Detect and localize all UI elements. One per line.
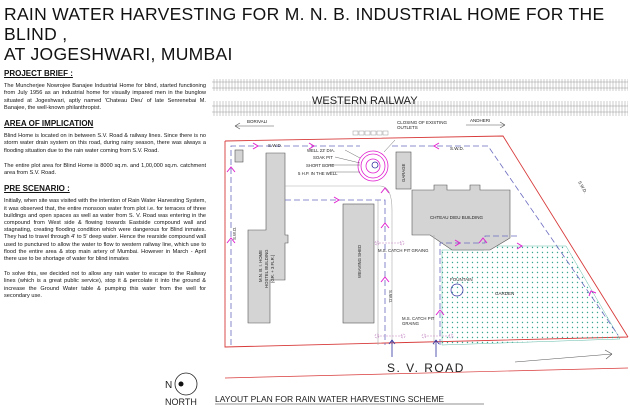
project-brief: PROJECT BRIEF : The Muncherjee Nowrojee … bbox=[4, 69, 206, 112]
title-line-2: AT JOGESHWARI, MUMBAI bbox=[4, 44, 233, 64]
outlets-label: OUTLETS bbox=[397, 125, 418, 130]
garage bbox=[395, 151, 412, 190]
road-arrow-icon bbox=[514, 349, 613, 363]
catch-pit-label-1: M.S. CATCH PIT GRAING bbox=[378, 248, 429, 253]
fountain-label: FOUNTAIN bbox=[450, 277, 473, 282]
swd-label-right: S.W.D. bbox=[450, 146, 464, 151]
railway-tracks bbox=[212, 79, 628, 116]
implication-text-2: The entire plot area for Blind Home is 8… bbox=[4, 162, 206, 177]
catch-pit-label-2b: GRAING bbox=[402, 321, 420, 326]
swd-label-left: S.W.D. bbox=[232, 227, 237, 240]
andheri-arrow-icon bbox=[466, 121, 506, 129]
catch-pit-label-2: M.S. CATCH PIT bbox=[402, 316, 435, 321]
north-letter: N bbox=[165, 380, 172, 391]
short-bore-label: SHORT BORE bbox=[306, 163, 334, 168]
fountain-icon bbox=[450, 283, 464, 297]
soak-pit-label: SOAK PIT bbox=[313, 155, 333, 160]
area-of-implication: AREA OF IMPLICATION Blind Home is locate… bbox=[4, 119, 206, 177]
hostel-label-3: (GR. + 3 FLR.) bbox=[270, 254, 275, 283]
well bbox=[357, 150, 389, 182]
swd-label-top: S.W.D. bbox=[268, 143, 282, 148]
pre-scenario: PRE SCENARIO : Initially, when site was … bbox=[4, 185, 206, 300]
chateau-dieu-building bbox=[411, 184, 511, 251]
pump-label: 5 H.P. IN THE WELL bbox=[298, 171, 338, 176]
pre-scenario-heading: PRE SCENARIO : bbox=[4, 184, 70, 194]
swd-label-diagonal: S.W.D. bbox=[577, 180, 588, 194]
title-line-1: RAIN WATER HARVESTING FOR M. N. B. INDUS… bbox=[4, 4, 605, 44]
borivali-arrow-icon bbox=[234, 122, 274, 130]
existing-outlets bbox=[352, 130, 389, 136]
hostel-label-2: HOSTEL BUILDING bbox=[264, 249, 269, 288]
project-brief-text: The Muncherjee Nowrojee Banajee Industri… bbox=[4, 83, 206, 111]
garden-label: GARDEN bbox=[495, 291, 514, 296]
catch-pit-gratings bbox=[374, 240, 454, 339]
inflow-arrow-icons bbox=[388, 339, 440, 357]
garage-label: GARAGE bbox=[401, 163, 406, 182]
chateau-label: CHTEAU DIEU BUILDING bbox=[430, 215, 484, 220]
swd-label-middle: S.W.D. bbox=[388, 290, 393, 303]
borivali-label: BORIVALI bbox=[247, 119, 267, 124]
weaving-shed-label: WEAVING SHED bbox=[357, 245, 362, 278]
well-label: WELL 23' DIA. bbox=[307, 148, 335, 153]
flow-arrow-icons bbox=[226, 142, 597, 316]
pre-scenario-text-1: Initially, when site was visited with th… bbox=[4, 198, 206, 263]
pre-scenario-text-2: To solve this, we decided not to allow a… bbox=[4, 271, 206, 299]
hostel-label-1: M.N. B. I. HOME bbox=[258, 250, 263, 282]
hostel-building bbox=[247, 152, 289, 324]
weaving-shed bbox=[342, 203, 375, 324]
north-dot bbox=[178, 381, 184, 387]
garden-area bbox=[441, 245, 621, 346]
implication-text-1: Blind Home is located on in between S.V.… bbox=[4, 133, 206, 154]
storm-water-drains bbox=[230, 145, 619, 345]
railway-label: WESTERN RAILWAY bbox=[312, 95, 418, 107]
implication-heading: AREA OF IMPLICATION bbox=[4, 119, 94, 129]
sv-road-label: S. V. ROAD bbox=[387, 361, 465, 375]
project-brief-heading: PROJECT BRIEF : bbox=[4, 69, 73, 78]
plan-caption: LAYOUT PLAN FOR RAIN WATER HARVESTING SC… bbox=[215, 394, 444, 404]
road-edge bbox=[224, 367, 629, 379]
north-label: NORTH bbox=[165, 397, 197, 407]
text-column: PROJECT BRIEF : The Muncherjee Nowrojee … bbox=[4, 69, 206, 308]
north-compass-icon bbox=[174, 372, 198, 396]
small-structure bbox=[234, 149, 244, 163]
closing-outlets-label: CLOSING OF EXISTING bbox=[397, 120, 448, 125]
andheri-label: ANDHERI bbox=[470, 118, 490, 123]
internal-roads bbox=[285, 185, 435, 345]
page-title: RAIN WATER HARVESTING FOR M. N. B. INDUS… bbox=[4, 4, 630, 64]
